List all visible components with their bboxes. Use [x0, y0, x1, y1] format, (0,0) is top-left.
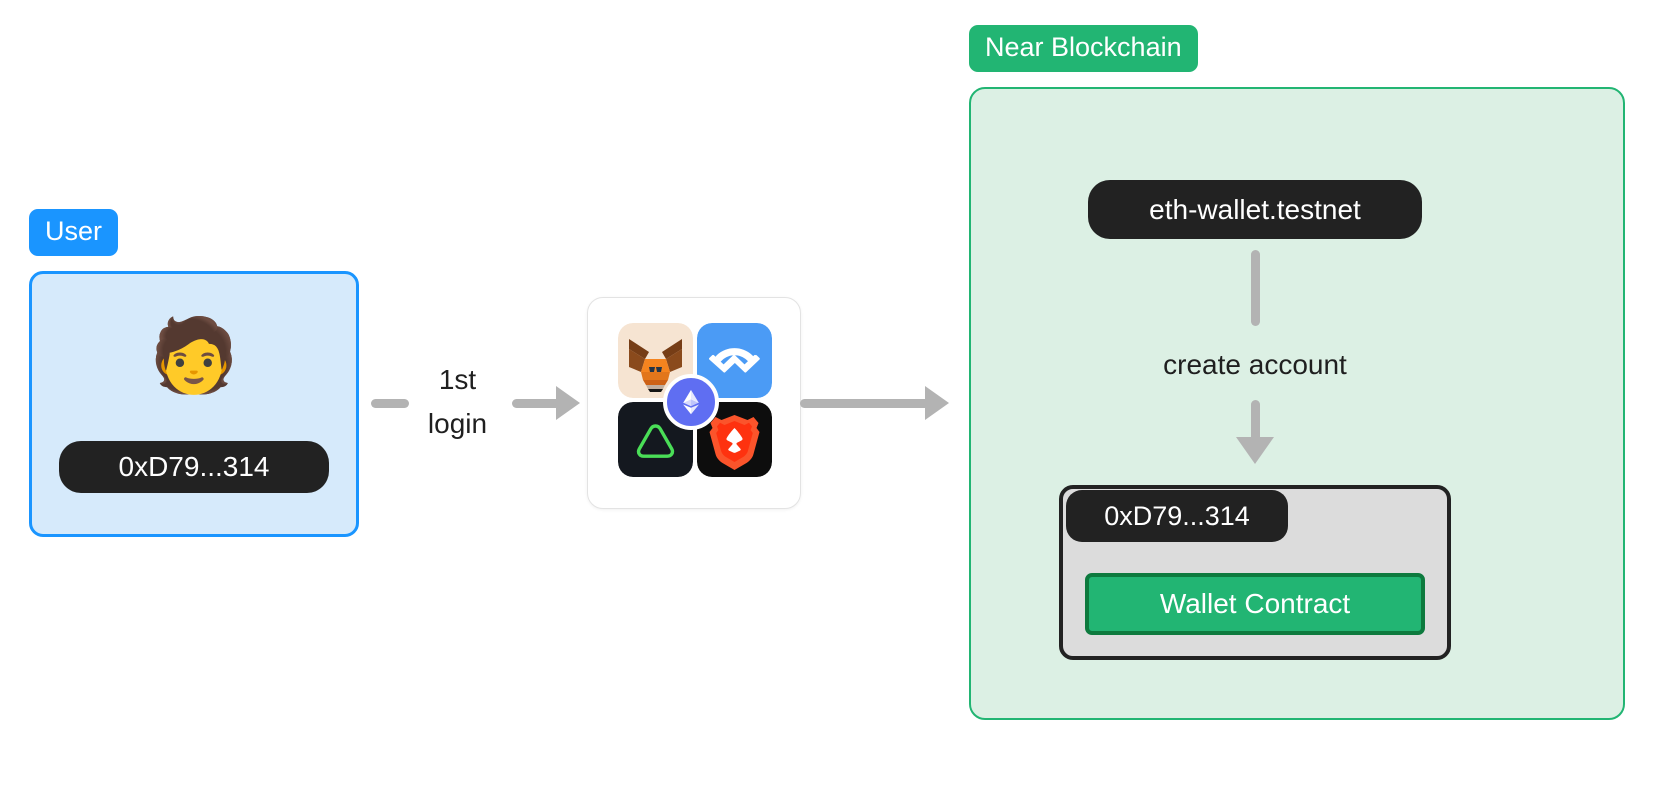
- arrow-head-down-icon: [1236, 437, 1274, 464]
- login-edge-label: 1st login: [405, 358, 510, 446]
- login-edge-label-line2: login: [427, 408, 488, 439]
- user-group-badge: User: [29, 209, 119, 256]
- brave-wallet-icon[interactable]: [697, 402, 772, 477]
- near-account-id-chip: eth-wallet.testnet: [1088, 180, 1422, 239]
- user-container: 🧑: [29, 271, 359, 537]
- wallet-providers-grid: [618, 323, 772, 485]
- contract-address-chip: 0xD79...314: [1066, 490, 1288, 542]
- connector-line-stub: [371, 399, 409, 408]
- connector-line-create-account-bottom: [1251, 400, 1260, 444]
- wallet-providers-card: [587, 297, 801, 509]
- arrow-head-right-icon: [925, 386, 949, 420]
- person-emoji-icon: 🧑: [149, 316, 239, 396]
- login-edge-label-line1: 1st: [438, 364, 477, 395]
- ethereum-icon: [663, 374, 719, 430]
- wallet-contract-button[interactable]: Wallet Contract: [1085, 573, 1425, 635]
- connector-line-to-near: [800, 399, 930, 408]
- connector-line-create-account-top: [1251, 250, 1260, 326]
- create-account-edge-label: create account: [1163, 349, 1347, 380]
- connector-line-to-wallets: [512, 399, 564, 408]
- arrow-head-right-icon: [556, 386, 580, 420]
- near-blockchain-badge: Near Blockchain: [969, 25, 1198, 72]
- user-address-chip: 0xD79...314: [59, 441, 329, 493]
- walletconnect-icon[interactable]: [697, 323, 772, 398]
